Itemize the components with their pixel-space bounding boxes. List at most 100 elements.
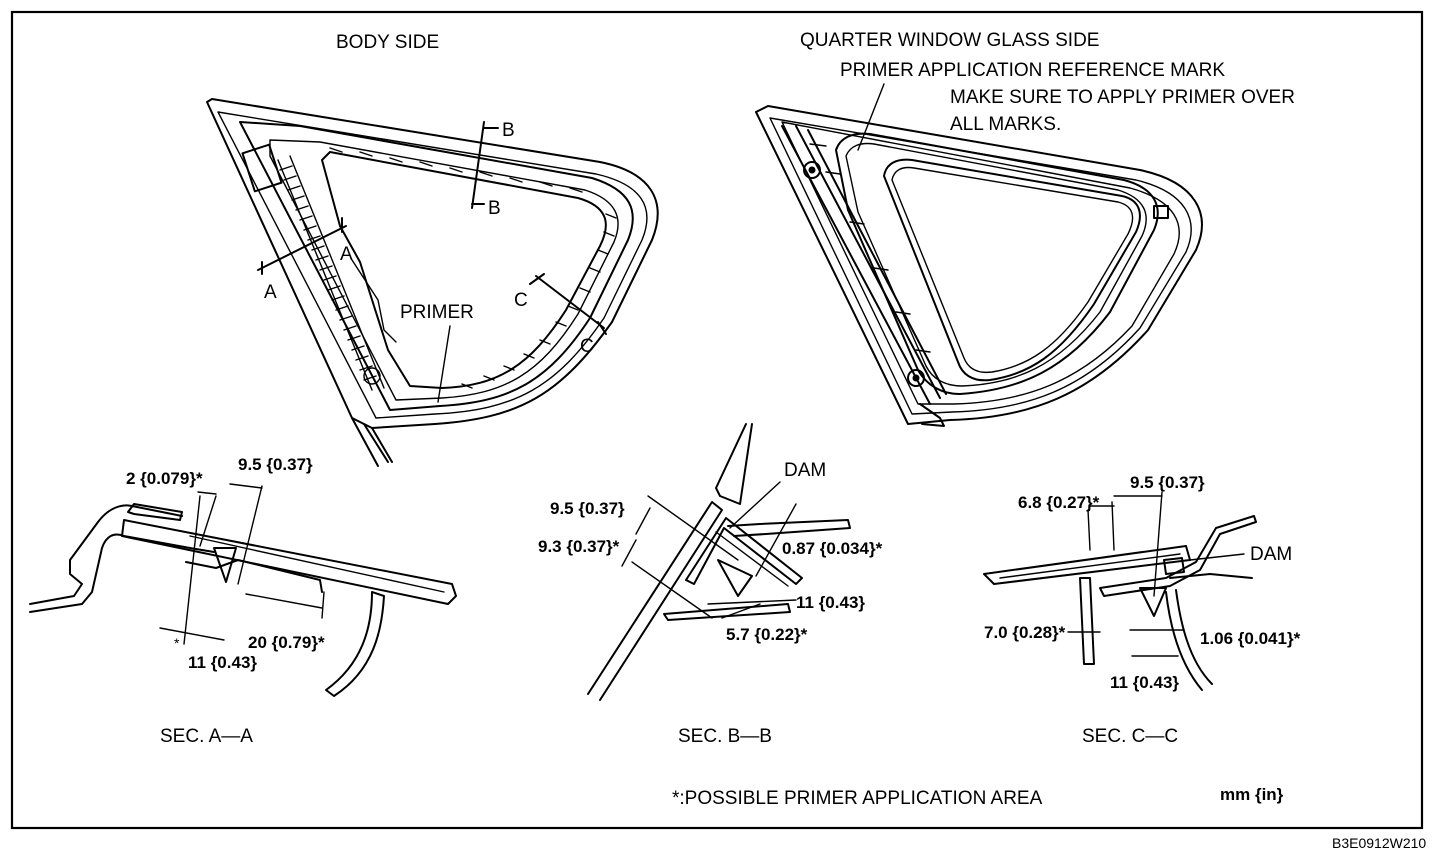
- sec-c-dim2-label: 9.5 {0.37}: [1130, 473, 1205, 492]
- body-section-mark-b: B B: [471, 120, 515, 219]
- glass-visible-area: [883, 158, 1141, 382]
- sec-a-caption: SEC. A—A: [160, 726, 253, 747]
- footer-units: mm {in}: [1220, 785, 1284, 804]
- sec-b-dim3-label: 0.87 {0.034}*: [782, 539, 883, 558]
- section-a-a: 2 {0.079}* 9.5 {0.37} 20 {0.79}* 11 {0.4…: [29, 455, 457, 747]
- glass-side-view: QUARTER WINDOW GLASS SIDE PRIMER APPLICA…: [755, 30, 1295, 427]
- body-inner-frame: [239, 121, 634, 411]
- sec-a-dim-ext4: [321, 591, 325, 619]
- sec-c-dim-ext1: [1087, 509, 1091, 551]
- body-primer-hatching: [277, 147, 617, 391]
- sec-a-dim2-label: 9.5 {0.37}: [238, 455, 313, 474]
- sec-b-dim4-label: 11 {0.43}: [796, 593, 865, 612]
- sec-c-dim-ext3: [1153, 491, 1163, 597]
- body-outer-flange-inner-edge: [217, 111, 648, 419]
- glass-clip-upper-center: [808, 166, 816, 174]
- sec-a-dim-ext3: [237, 485, 263, 585]
- glass-clip-upper: [803, 161, 821, 179]
- glass-outer-edge: [755, 105, 1203, 425]
- sec-b-dam-leader: [729, 481, 781, 529]
- footer-legend: *:POSSIBLE PRIMER APPLICATION AREA: [672, 788, 1043, 809]
- glass-clip-lower: [907, 369, 925, 387]
- sec-b-glass: [685, 517, 803, 585]
- sec-c-glass-inner: [999, 553, 1181, 579]
- glass-reference-mark-box: [1153, 205, 1169, 219]
- glass-visible-area-2: [891, 166, 1134, 374]
- glass-molding-band: [781, 121, 1180, 405]
- sec-a-dim1-label: 2 {0.079}*: [126, 469, 203, 488]
- sec-c-body-lower: [1169, 573, 1253, 579]
- sec-b-dim-57: [721, 603, 761, 619]
- glass-bottom-tab: [919, 403, 945, 427]
- sec-a-dim-ext1: [183, 495, 201, 645]
- sec-b-adhesive: [717, 559, 753, 597]
- mark-b-top: B: [502, 120, 515, 141]
- mark-a-left: A: [264, 282, 277, 303]
- sec-c-body-curve: [1165, 589, 1213, 691]
- sec-c-dam-leader: [1189, 553, 1245, 561]
- sec-c-dam-label: DAM: [1250, 544, 1292, 565]
- mark-c-right: C: [580, 336, 594, 357]
- sec-b-dim2-label: 9.3 {0.37}*: [538, 537, 620, 556]
- sec-b-dim5-label: 5.7 {0.22}*: [726, 625, 808, 644]
- sec-b-caption: SEC. B—B: [678, 726, 772, 747]
- sec-a-dim-ext2: [199, 495, 217, 547]
- mark-a-right: A: [340, 244, 353, 265]
- sec-b-dim1-label: 9.5 {0.37}: [550, 499, 625, 518]
- glass-side-title: QUARTER WINDOW GLASS SIDE: [800, 30, 1099, 51]
- sec-b-body-upper: [715, 423, 753, 505]
- section-b-b: DAM 9.5 {0.37} 9.3 {0.37}* 0.87 {0.034}*…: [538, 423, 883, 747]
- sec-b-dim-93: [621, 539, 637, 567]
- sec-c-dim4-label: 1.06 {0.041}*: [1200, 629, 1301, 648]
- sec-c-pillar: [1079, 577, 1095, 665]
- sec-b-base: [663, 603, 791, 621]
- sec-c-dim5-label: 11 {0.43}: [1110, 673, 1179, 692]
- sec-b-dam-label: DAM: [784, 460, 826, 481]
- sec-a-star: *: [174, 635, 180, 651]
- figure-frame: [10, 10, 1424, 830]
- body-pillar-lower: [351, 417, 393, 467]
- sec-c-dim1-label: 6.8 {0.27}*: [1018, 493, 1100, 512]
- body-edge-detail: [351, 259, 397, 343]
- sec-a-pillar-trim: [325, 591, 385, 697]
- sec-b-dim-95: [635, 507, 651, 535]
- body-section-mark-c: C C: [514, 273, 607, 357]
- body-clip-lower: [363, 367, 381, 385]
- sec-b-dim-11: [707, 599, 797, 605]
- body-outer-flange: [206, 98, 659, 429]
- sec-c-dim3-label: 7.0 {0.28}*: [984, 623, 1066, 642]
- glass-clip-lower-center: [912, 374, 920, 382]
- sec-c-dam: [1163, 557, 1185, 575]
- sec-a-flange: [127, 503, 183, 521]
- mark-b-bottom: B: [488, 198, 501, 219]
- section-c-c: DAM 6.8 {0.27}* 9.5 {0.37} 7.0 {0.28}* 1…: [983, 473, 1301, 747]
- glass-inner-moulding-2: [845, 142, 1147, 387]
- sec-a-trim: [185, 559, 323, 593]
- sec-b-glass-inner: [715, 531, 789, 587]
- glass-rail-slots: [809, 143, 931, 353]
- glass-note-line2: ALL MARKS.: [950, 114, 1061, 135]
- body-window-opening: [321, 151, 607, 389]
- sec-b-trim: [727, 519, 851, 537]
- sec-c-dim-ext2: [1111, 501, 1115, 551]
- sec-b-dim-ext2: [631, 561, 713, 619]
- body-primer-band-inner: [269, 139, 619, 401]
- body-primer-leader: [437, 325, 451, 403]
- sec-a-dim3-label: 20 {0.79}*: [248, 633, 325, 652]
- sec-a-adhesive: [213, 547, 237, 583]
- reference-mark-label: PRIMER APPLICATION REFERENCE MARK: [840, 60, 1225, 81]
- figure-code: B3E0912W210: [1332, 835, 1426, 851]
- sec-a-dim-95: [229, 483, 263, 489]
- sec-a-dim-20: [245, 593, 323, 609]
- mark-c-left: C: [514, 290, 528, 311]
- glass-note-line1: MAKE SURE TO APPLY PRIMER OVER: [950, 87, 1295, 108]
- sec-c-body-flange: [1099, 515, 1257, 597]
- body-section-mark-a: A A: [257, 217, 353, 303]
- sec-b-dim-087: [755, 503, 797, 577]
- sec-c-adhesive: [1139, 587, 1167, 617]
- sec-a-body-outer: [29, 504, 183, 605]
- sec-a-glass-inner: [189, 535, 445, 593]
- sec-b-dim-ext1: [647, 495, 739, 561]
- sec-a-glass: [121, 519, 457, 605]
